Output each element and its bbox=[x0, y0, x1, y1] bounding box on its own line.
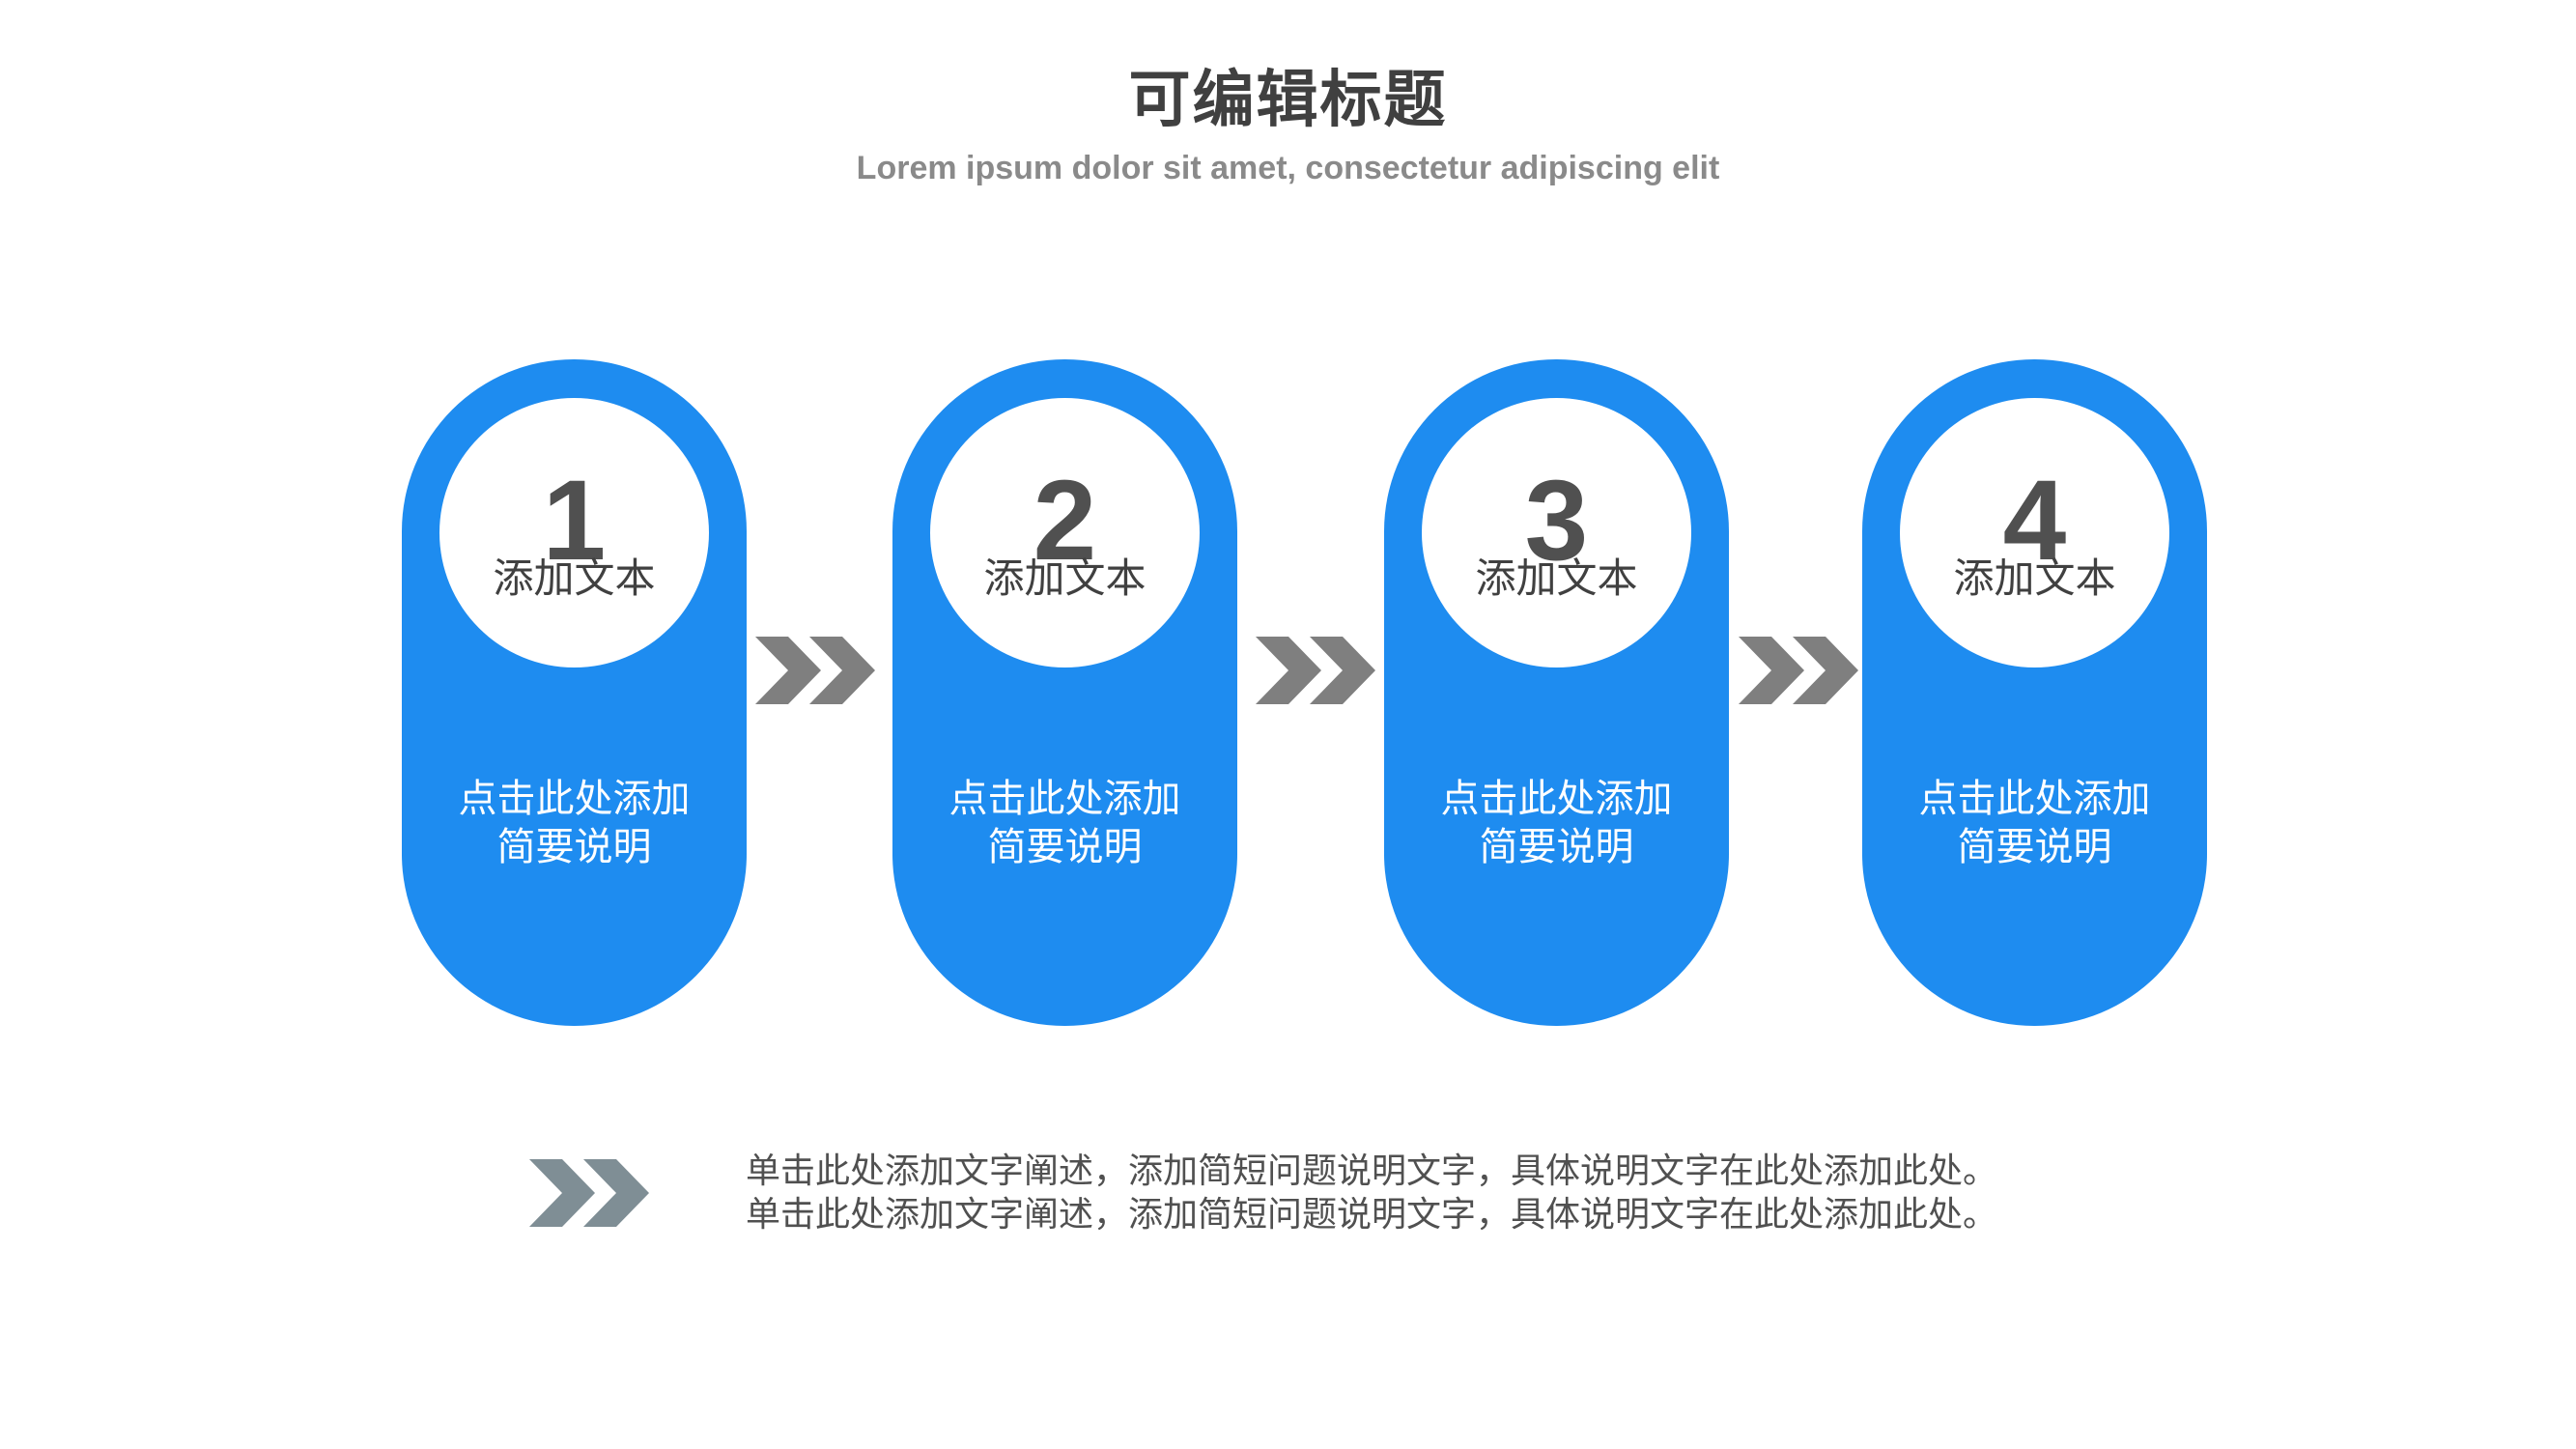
double-chevron-right-icon bbox=[1739, 637, 1858, 704]
step-label: 添加文本 bbox=[493, 554, 656, 602]
step-card-3[interactable]: 3 添加文本 点击此处添加 简要说明 bbox=[1384, 359, 1729, 1026]
step-number: 3 bbox=[1524, 457, 1589, 584]
step-description-line2: 简要说明 bbox=[1957, 825, 2112, 869]
step-description-line2: 简要说明 bbox=[987, 825, 1143, 869]
step-description: 点击此处添加 简要说明 bbox=[892, 775, 1237, 871]
step-description-line1: 点击此处添加 bbox=[1440, 777, 1673, 821]
step-circle: 3 添加文本 bbox=[1422, 398, 1691, 668]
step-description-line1: 点击此处添加 bbox=[458, 777, 691, 821]
step-description-line1: 点击此处添加 bbox=[1918, 777, 2151, 821]
step-circle: 1 添加文本 bbox=[439, 398, 709, 668]
footer-description: 单击此处添加文字阐述，添加简短问题说明文字，具体说明文字在此处添加此处。 单击此… bbox=[746, 1150, 1997, 1236]
step-card-4[interactable]: 4 添加文本 点击此处添加 简要说明 bbox=[1862, 359, 2207, 1026]
step-description: 点击此处添加 简要说明 bbox=[402, 775, 747, 871]
step-number: 2 bbox=[1033, 457, 1097, 584]
footer-line-2: 单击此处添加文字阐述，添加简短问题说明文字，具体说明文字在此处添加此处。 bbox=[746, 1195, 1998, 1235]
step-description-line2: 简要说明 bbox=[496, 825, 652, 869]
step-description-line1: 点击此处添加 bbox=[948, 777, 1181, 821]
double-chevron-right-icon bbox=[1256, 637, 1375, 704]
double-chevron-right-icon bbox=[755, 637, 875, 704]
step-number: 1 bbox=[542, 457, 607, 584]
page-title: 可编辑标题 bbox=[1128, 65, 1448, 136]
step-number: 4 bbox=[2002, 457, 2067, 584]
step-circle: 2 添加文本 bbox=[930, 398, 1200, 668]
step-label: 添加文本 bbox=[983, 554, 1146, 602]
footer-line-1: 单击此处添加文字阐述，添加简短问题说明文字，具体说明文字在此处添加此处。 bbox=[746, 1151, 1998, 1191]
step-description: 点击此处添加 简要说明 bbox=[1862, 775, 2207, 871]
page-subtitle: Lorem ipsum dolor sit amet, consectetur … bbox=[856, 150, 1720, 186]
step-description-line2: 简要说明 bbox=[1479, 825, 1634, 869]
step-card-2[interactable]: 2 添加文本 点击此处添加 简要说明 bbox=[892, 359, 1237, 1026]
step-circle: 4 添加文本 bbox=[1900, 398, 2169, 668]
footer-double-chevron-right-icon bbox=[529, 1159, 649, 1227]
step-label: 添加文本 bbox=[1953, 554, 2116, 602]
step-card-1[interactable]: 1 添加文本 点击此处添加 简要说明 bbox=[402, 359, 747, 1026]
step-description: 点击此处添加 简要说明 bbox=[1384, 775, 1729, 871]
step-label: 添加文本 bbox=[1475, 554, 1638, 602]
